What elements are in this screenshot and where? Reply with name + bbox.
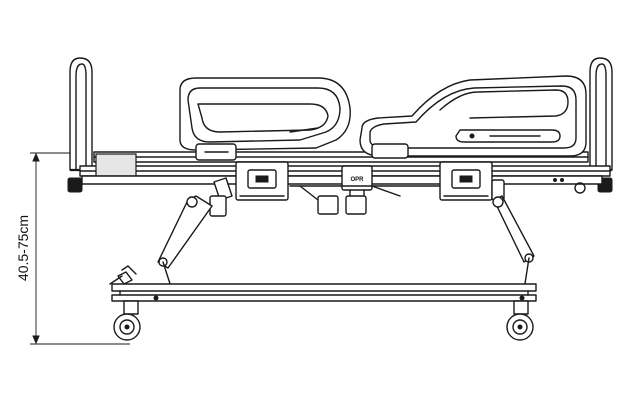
- center-control-box: OPR: [341, 165, 373, 197]
- middle-motors: [289, 185, 441, 215]
- foot-side-rail: [359, 75, 587, 159]
- height-dimension: 40.5-75cm: [15, 152, 130, 345]
- control-label: OPR: [350, 177, 364, 183]
- height-dimension-label: 40.5-75cm: [15, 215, 31, 281]
- lift-legs: [157, 195, 535, 291]
- base-frame: [111, 283, 537, 302]
- foot-board: [589, 57, 613, 193]
- head-board: [67, 57, 93, 193]
- brake-pedal: [109, 265, 137, 285]
- foot-actuator: [439, 161, 505, 201]
- caster-head: [113, 300, 141, 341]
- head-side-rail: [179, 77, 351, 161]
- caster-foot: [506, 300, 534, 341]
- head-actuator: [209, 161, 289, 217]
